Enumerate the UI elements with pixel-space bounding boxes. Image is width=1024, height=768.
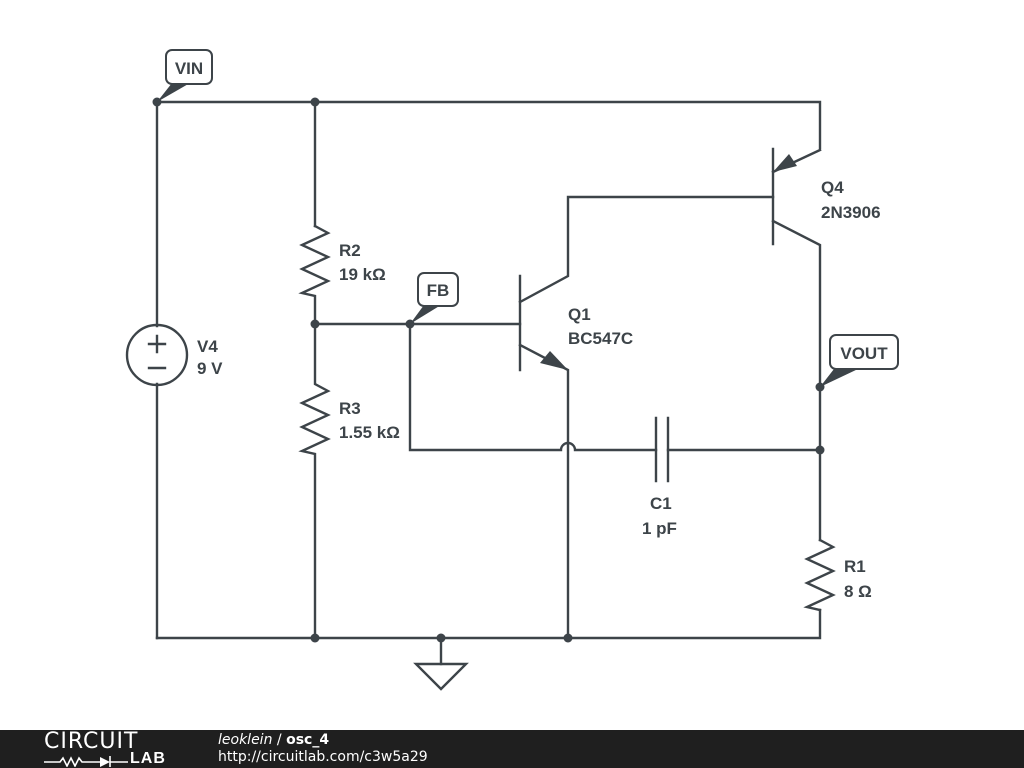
tag-pointer-icon: [157, 83, 190, 102]
c1-value-label: 1 pF: [642, 519, 677, 538]
junction-dot: [310, 97, 320, 107]
circuit-name: osc_4: [286, 732, 330, 748]
junction-dot: [310, 633, 320, 643]
circuit-credits: leoklein / osc_4 http://circuitlab.com/c…: [218, 732, 428, 766]
vin-tag-text: VIN: [175, 59, 203, 78]
resistor-r1-icon[interactable]: [803, 538, 836, 612]
tag-box: [829, 334, 899, 370]
q1-collector-icon: [518, 195, 775, 304]
junction-dot: [563, 633, 573, 643]
author-link[interactable]: leoklein: [218, 732, 273, 748]
v4-ref-label: V4: [197, 337, 218, 356]
separator: /: [272, 732, 287, 748]
resistor-r2-icon[interactable]: [298, 224, 331, 326]
q4-collector-icon: [771, 219, 822, 542]
transistor-q1[interactable]: [518, 195, 775, 640]
junction-dot: [436, 633, 446, 643]
resistor-diode-logo-icon: [44, 756, 128, 767]
tag-pointer-icon: [410, 305, 441, 324]
junction-dot: [310, 319, 320, 329]
q4-emitter-arrow-icon: [773, 154, 797, 172]
vout-tag-text: VOUT: [840, 344, 888, 363]
tag-box: [417, 272, 459, 307]
q1-emitter-icon: [518, 343, 570, 640]
net-label-vout[interactable]: VOUT: [820, 334, 899, 387]
capacitor-c1[interactable]: [654, 416, 670, 483]
q1-emitter-arrow-icon: [540, 351, 568, 370]
r3-value-label: 1.55 kΩ: [339, 423, 400, 442]
voltage-source-v4[interactable]: [125, 323, 189, 387]
net-label-fb[interactable]: FB: [410, 272, 459, 324]
q1-value-label: BC547C: [568, 329, 633, 348]
ground-symbol[interactable]: [413, 636, 469, 691]
q4-ref-label: Q4: [821, 178, 844, 197]
circuit-url-link[interactable]: http://circuitlab.com/c3w5a29: [218, 749, 428, 765]
junction-dot: [815, 445, 825, 455]
net-label-vin[interactable]: VIN: [157, 49, 213, 102]
tag-pointer-icon: [820, 369, 858, 387]
v4-value-label: 9 V: [197, 359, 223, 378]
source-circle-icon: [125, 323, 189, 387]
resistor-r3-icon[interactable]: [298, 322, 331, 640]
q4-value-label: 2N3906: [821, 203, 881, 222]
r3-ref-label: R3: [339, 399, 361, 418]
r2-ref-label: R2: [339, 241, 361, 260]
q1-ref-label: Q1: [568, 305, 591, 324]
ground-triangle-icon: [413, 662, 469, 691]
logo-text-lab: LAB: [130, 750, 166, 767]
logo-text-circuit: CIRCUIT: [44, 729, 139, 754]
footer-bar: CIRCUIT LAB leoklein / osc_4 http://circ…: [0, 730, 1024, 768]
r1-value-label: 8 Ω: [844, 582, 872, 601]
circuitlab-logo[interactable]: CIRCUIT LAB: [40, 731, 180, 767]
transistor-q4[interactable]: [771, 147, 822, 542]
wire-ground-rail: [155, 608, 822, 640]
r1-ref-label: R1: [844, 557, 866, 576]
plus-sign-icon: [147, 334, 167, 354]
tag-box: [165, 49, 213, 85]
r2-value-label: 19 kΩ: [339, 265, 386, 284]
c1-ref-label: C1: [650, 494, 672, 513]
fb-tag-text: FB: [427, 281, 450, 300]
wire-vin-rail: [155, 100, 822, 150]
circuit-schematic: V4 9 V R2 19 kΩ R3 1.55 kΩ C1 1 pF Q1 BC…: [125, 49, 899, 691]
